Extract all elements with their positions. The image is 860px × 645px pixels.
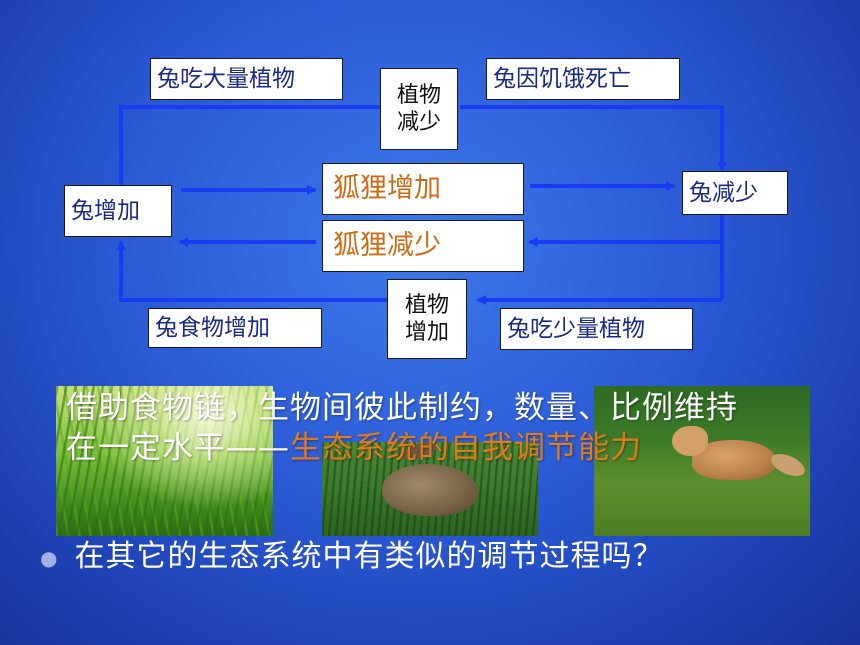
caption-highlight: 生态系统的自我调节能力 [290,430,642,466]
caption-main: 借助食物链，生物间彼此制约，数量、比例维持在一定水平—— [66,390,738,466]
arrow-bottom-left [116,240,387,302]
hare-image [322,442,538,536]
arrow-top-left [119,105,380,185]
arrow-top-right [460,105,727,172]
node-rabbit-increase: 兔增加 [64,185,172,237]
node-plant-more-line2: 增加 [404,320,449,345]
grass-image [56,386,273,536]
node-plant-more-line1: 植物 [404,292,449,318]
label-rabbit-food-increase: 兔食物增加 [148,308,322,348]
hare-body [382,464,478,516]
node-plant-less: 植物 减少 [380,68,458,150]
fox-head [672,426,708,456]
caption-text: 借助食物链，生物间彼此制约，数量、比例维持在一定水平——生态系统的自我调节能力 [66,388,766,468]
label-rabbit-eat-few: 兔吃少量植物 [500,308,693,350]
fox-tail [767,449,809,481]
node-fox-increase: 狐狸增加 [322,163,524,215]
node-plant-more: 植物 增加 [387,279,467,359]
fox-image [594,386,810,536]
bullet-icon: ● [40,545,59,570]
node-plant-less-line1: 植物 [396,82,441,108]
node-rabbit-decrease: 兔减少 [682,171,788,215]
label-rabbit-starve: 兔因饥饿死亡 [486,58,680,100]
label-rabbit-eat-many: 兔吃大量植物 [150,58,343,100]
question-text: 在其它的生态系统中有类似的调节过程吗？ [74,539,664,574]
node-fox-decrease: 狐狸减少 [322,220,524,272]
question-line: ● 在其它的生态系统中有类似的调节过程吗？ [40,537,663,578]
node-plant-less-line2: 减少 [396,110,441,135]
